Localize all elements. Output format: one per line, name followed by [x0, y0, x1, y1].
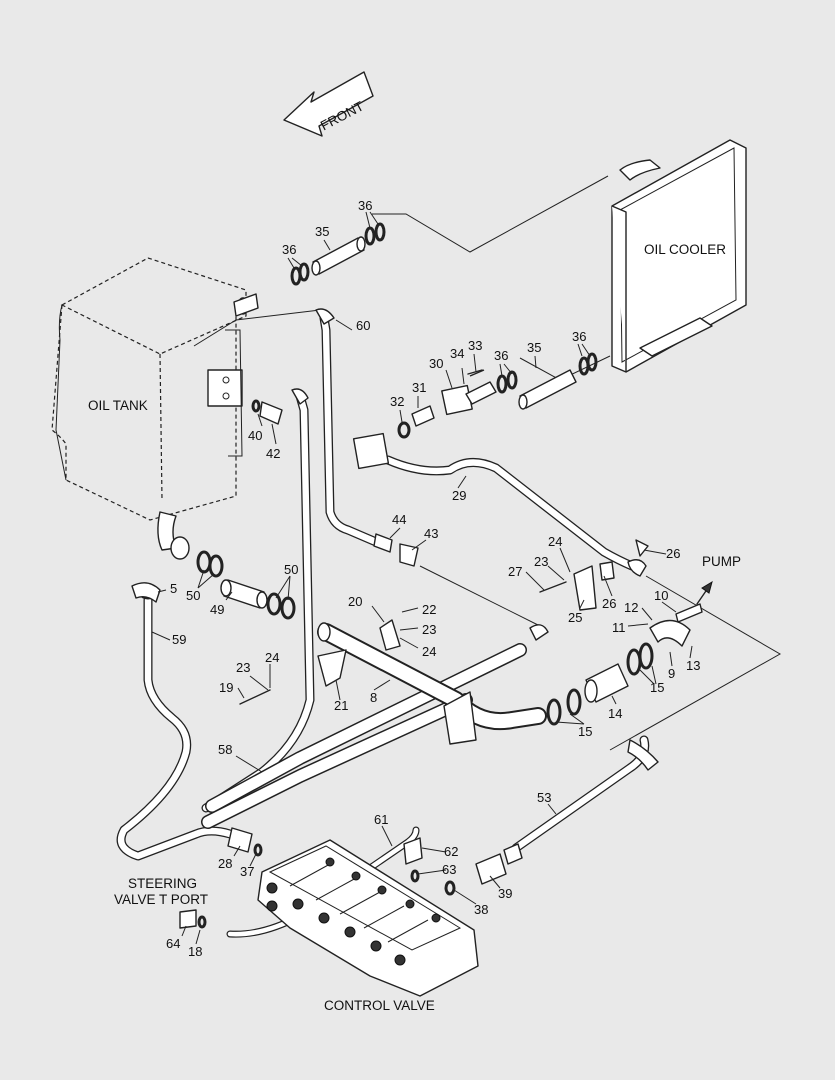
- callout-36: 36: [494, 348, 508, 363]
- callout-28: 28: [218, 856, 232, 871]
- callout-37: 37: [240, 864, 254, 879]
- oil-tank-label: OIL TANK: [88, 398, 148, 413]
- callout-23: 23: [236, 660, 250, 675]
- callout-13: 13: [686, 658, 700, 673]
- elbow-9: [649, 619, 691, 647]
- callout-8: 8: [370, 690, 377, 705]
- fitting-64: [179, 909, 197, 929]
- callout-leaders: [151, 211, 693, 945]
- callout-49: 49: [210, 602, 224, 617]
- callout-43: 43: [424, 526, 438, 541]
- callout-10: 10: [654, 588, 668, 603]
- bracket-20: [379, 619, 401, 651]
- callout-39: 39: [498, 886, 512, 901]
- pipe-14: [584, 663, 629, 703]
- callout-23: 23: [422, 622, 436, 637]
- pipe-49: [220, 579, 268, 609]
- block-29-end: [352, 432, 390, 470]
- steering-label-line1: STEERING: [128, 876, 197, 891]
- callout-24: 24: [422, 644, 436, 659]
- control-valve-label: CONTROL VALVE: [324, 998, 435, 1013]
- tank-port-block: [207, 369, 243, 407]
- callout-27: 27: [508, 564, 522, 579]
- callout-25: 25: [568, 610, 582, 625]
- callout-11: 11: [612, 620, 626, 635]
- hose-clamps: [139, 222, 654, 929]
- callout-38: 38: [474, 902, 488, 917]
- callout-50: 50: [186, 588, 200, 603]
- oil-tank: OIL TANK: [51, 257, 249, 560]
- callout-60: 60: [356, 318, 370, 333]
- callout-29: 29: [452, 488, 466, 503]
- callout-53: 53: [537, 790, 551, 805]
- callout-30: 30: [429, 356, 443, 371]
- pump-arrow: PUMP: [696, 554, 741, 605]
- callout-21: 21: [334, 698, 348, 713]
- callout-15: 15: [650, 680, 664, 695]
- callout-22: 22: [422, 602, 436, 617]
- front-arrow: FRONT: [283, 71, 374, 137]
- fitting-10: [675, 603, 703, 623]
- bracket-21: [317, 649, 347, 687]
- control-valve: [257, 839, 479, 997]
- hoses: [116, 313, 650, 938]
- cooler-inlet-pipe: [619, 159, 661, 181]
- oil-cooler: OIL COOLER: [611, 139, 747, 373]
- pipe-segments: [220, 236, 629, 703]
- callout-12: 12: [624, 600, 638, 615]
- callout-26: 26: [666, 546, 680, 561]
- cooler-outlet-pipe: [639, 317, 713, 357]
- callout-32: 32: [390, 394, 404, 409]
- section-labels: STEERING VALVE T PORT CONTROL VALVE: [114, 876, 435, 1013]
- callout-62: 62: [444, 844, 458, 859]
- callout-42: 42: [266, 446, 280, 461]
- callout-35: 35: [315, 224, 329, 239]
- bracket-25: [573, 565, 597, 611]
- callout-36: 36: [358, 198, 372, 213]
- callout-14: 14: [608, 706, 622, 721]
- callout-31: 31: [412, 380, 426, 395]
- callout-61: 61: [374, 812, 388, 827]
- pipe-35-upper: [311, 236, 366, 276]
- fittings: [131, 293, 703, 929]
- fitting-62: [403, 837, 423, 865]
- callout-33: 33: [468, 338, 482, 353]
- callout-24: 24: [265, 650, 279, 665]
- callout-58: 58: [218, 742, 232, 757]
- reference-lines: [193, 175, 782, 751]
- callout-20: 20: [348, 594, 362, 609]
- callout-26: 26: [602, 596, 616, 611]
- callout-63: 63: [442, 862, 456, 877]
- callout-23: 23: [534, 554, 548, 569]
- flange-30: [441, 384, 473, 416]
- elbow-5: [131, 582, 161, 603]
- fitting-31: [411, 405, 435, 427]
- pipe-35-lower: [518, 369, 577, 410]
- fitting-44: [373, 533, 393, 553]
- callout-36: 36: [282, 242, 296, 257]
- callout-34: 34: [450, 346, 464, 361]
- fitting-42: [259, 401, 283, 425]
- callout-50: 50: [284, 562, 298, 577]
- callout-44: 44: [392, 512, 406, 527]
- pump-label: PUMP: [702, 554, 741, 569]
- steering-label-line2: VALVE T PORT: [114, 892, 208, 907]
- callout-40: 40: [248, 428, 262, 443]
- suction-pipe-8: [317, 619, 547, 745]
- callout-numbers: 36 35 36 60 36 35 36 33 34 30 31 32 40 4…: [166, 198, 700, 959]
- callout-15: 15: [578, 724, 592, 739]
- oil-cooler-label: OIL COOLER: [644, 242, 726, 257]
- callout-5: 5: [170, 581, 177, 596]
- callout-18: 18: [188, 944, 202, 959]
- callout-9: 9: [668, 666, 675, 681]
- callout-64: 64: [166, 936, 180, 951]
- callout-59: 59: [172, 632, 186, 647]
- callout-35: 35: [527, 340, 541, 355]
- fitting-28: [227, 827, 253, 853]
- callout-24: 24: [548, 534, 562, 549]
- callout-36: 36: [572, 329, 586, 344]
- callout-19: 19: [219, 680, 233, 695]
- fitting-39: [475, 853, 507, 885]
